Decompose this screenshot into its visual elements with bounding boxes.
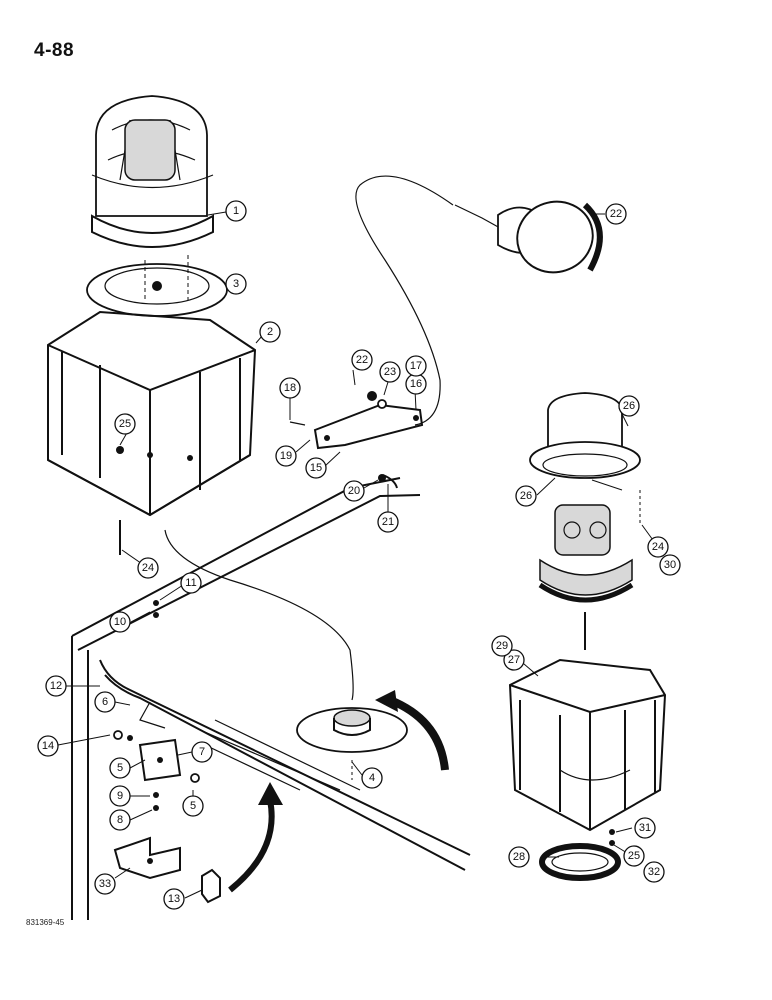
svg-text:33: 33 <box>99 878 111 890</box>
svg-text:9: 9 <box>117 790 123 802</box>
callout-25a: 25 <box>114 413 136 435</box>
mounting-ring-part <box>539 843 621 881</box>
callout-22b: 22 <box>351 349 373 371</box>
svg-text:31: 31 <box>639 822 651 834</box>
svg-text:2: 2 <box>267 326 273 338</box>
callout-5b: 5 <box>182 795 204 817</box>
callout-13: 13 <box>163 888 185 910</box>
callout-12: 12 <box>45 675 67 697</box>
base-plate-part <box>86 255 228 317</box>
callout-18: 18 <box>279 377 301 399</box>
callout-19: 19 <box>275 445 297 467</box>
flood-lamp-part <box>454 200 603 274</box>
callout-15: 15 <box>305 457 327 479</box>
svg-text:8: 8 <box>117 814 123 826</box>
callout-28: 28 <box>508 846 530 868</box>
svg-text:12: 12 <box>50 680 62 692</box>
svg-text:20: 20 <box>348 485 360 497</box>
svg-text:26: 26 <box>520 490 532 502</box>
beacon-guard-right-part <box>508 658 667 832</box>
svg-text:18: 18 <box>284 382 296 394</box>
callout-31: 31 <box>634 817 656 839</box>
curved-arrow-bottom-icon <box>228 782 283 893</box>
callout-14: 14 <box>37 735 59 757</box>
roof-mount-part <box>296 707 408 780</box>
cab-roof-part <box>71 477 471 920</box>
small-bracket-part <box>138 738 182 782</box>
callout-27: 27 <box>503 649 525 671</box>
callout-3: 3 <box>225 273 247 295</box>
svg-text:21: 21 <box>382 516 394 528</box>
beacon-guard-part <box>47 310 257 555</box>
svg-text:28: 28 <box>513 851 525 863</box>
callout-32: 32 <box>643 861 665 883</box>
callout-7: 7 <box>191 741 213 763</box>
svg-text:1: 1 <box>233 205 239 217</box>
callout-33: 33 <box>94 873 116 895</box>
rotating-beacon-part <box>91 95 214 248</box>
callout-24a: 24 <box>137 557 159 579</box>
svg-text:24: 24 <box>142 562 154 574</box>
svg-text:19: 19 <box>280 450 292 462</box>
amber-beacon-part <box>529 392 641 650</box>
callout-23: 23 <box>379 361 401 383</box>
callout-8: 8 <box>109 809 131 831</box>
callout-26a: 26 <box>618 395 640 417</box>
svg-text:29: 29 <box>496 640 508 652</box>
mounting-bracket-part <box>289 391 424 489</box>
svg-text:22: 22 <box>610 208 622 220</box>
svg-text:16: 16 <box>410 378 422 390</box>
callout-10: 10 <box>109 611 131 633</box>
svg-text:22: 22 <box>356 354 368 366</box>
svg-text:32: 32 <box>648 866 660 878</box>
svg-text:10: 10 <box>114 616 126 628</box>
svg-text:13: 13 <box>168 893 180 905</box>
svg-text:23: 23 <box>384 366 396 378</box>
callout-24b: 24 <box>647 536 669 558</box>
svg-text:11: 11 <box>185 577 196 589</box>
svg-text:4: 4 <box>369 772 375 784</box>
figure-code: 831369-45 <box>26 918 65 927</box>
callout-4: 4 <box>361 767 383 789</box>
svg-text:7: 7 <box>199 746 205 758</box>
svg-text:24: 24 <box>652 541 664 553</box>
callout-21: 21 <box>377 511 399 533</box>
callout-25b: 25 <box>623 845 645 867</box>
callout-1: 1 <box>225 200 247 222</box>
callout-16: 16 <box>405 373 427 395</box>
callout-6: 6 <box>94 691 116 713</box>
callout-17: 17 <box>405 355 427 377</box>
callout-9: 9 <box>109 785 131 807</box>
svg-text:5: 5 <box>117 762 123 774</box>
svg-text:5: 5 <box>190 800 196 812</box>
callout-20: 20 <box>343 480 365 502</box>
svg-text:15: 15 <box>310 462 322 474</box>
svg-text:14: 14 <box>42 740 54 752</box>
channel-bracket-part <box>113 836 181 880</box>
svg-text:3: 3 <box>233 278 239 290</box>
clip-part <box>201 868 221 904</box>
svg-text:25: 25 <box>628 850 640 862</box>
svg-text:25: 25 <box>119 418 131 430</box>
svg-text:30: 30 <box>664 559 676 571</box>
callout-2: 2 <box>259 321 281 343</box>
page-number: 4-88 <box>34 40 75 61</box>
callout-22a: 22 <box>605 203 627 225</box>
callout-29: 29 <box>491 635 513 657</box>
svg-text:6: 6 <box>102 696 108 708</box>
svg-text:27: 27 <box>508 654 520 666</box>
svg-text:26: 26 <box>623 400 635 412</box>
callout-30: 30 <box>659 554 681 576</box>
callout-26b: 26 <box>515 485 537 507</box>
callout-5a: 5 <box>109 757 131 779</box>
curved-arrow-icon <box>375 690 449 771</box>
callout-11: 11 <box>180 572 202 594</box>
svg-text:17: 17 <box>410 360 422 372</box>
